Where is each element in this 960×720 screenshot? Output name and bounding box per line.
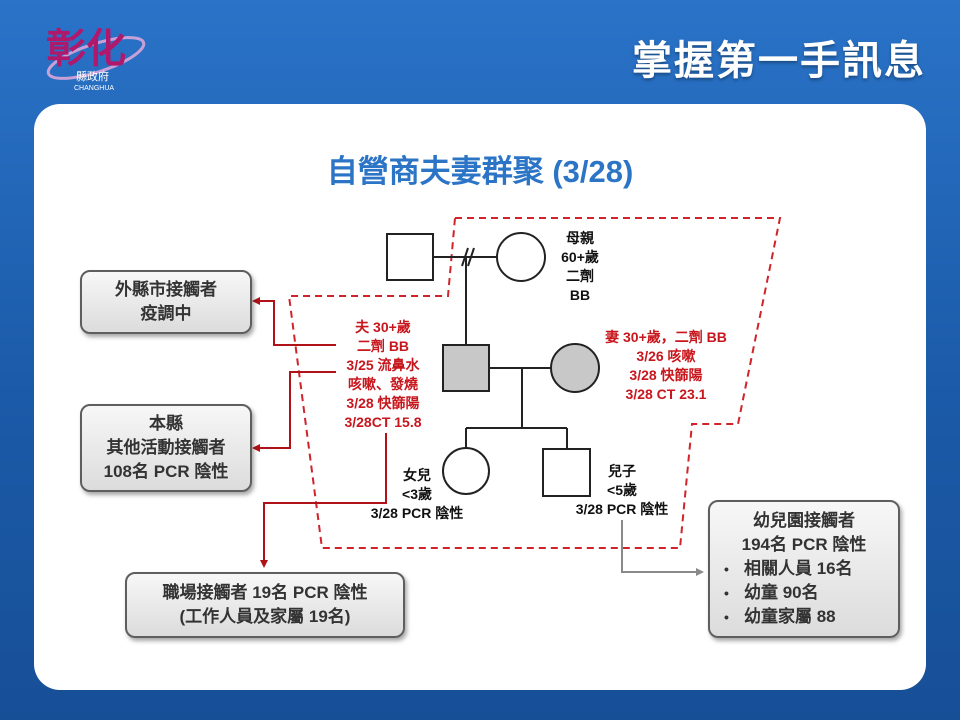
workplace-contacts-box: 職場接觸者 19名 PCR 陰性(工作人員及家屬 19名)	[125, 572, 405, 638]
kindergarten-contacts-box: 幼兒園接觸者 194名 PCR 陰性 相關人員 16名 幼童 90名 幼童家屬 …	[708, 500, 900, 638]
divorce-slash-2	[467, 247, 475, 267]
arrow-to-local-contacts	[252, 371, 336, 452]
arrow-to-kindergarten	[621, 520, 704, 576]
grandfather-square	[386, 233, 434, 281]
list-item: 幼童家屬 88	[724, 605, 898, 629]
arrow-to-other-county	[252, 297, 336, 346]
changhua-county-logo: 彰化 縣政府 CHANGHUA	[38, 14, 148, 94]
logo-subtext: 縣政府	[76, 69, 109, 83]
logo-caption: CHANGHUA	[74, 85, 114, 92]
list-item: 幼童 90名	[724, 581, 898, 605]
kindergarten-breakdown-list: 相關人員 16名 幼童 90名 幼童家屬 88	[710, 557, 898, 629]
son-square	[542, 448, 591, 497]
other-county-contacts-box: 外縣市接觸者疫調中	[80, 270, 252, 334]
page-header-title: 掌握第一手訊息	[632, 39, 926, 83]
logo-text: 彰化	[46, 25, 126, 72]
list-item: 相關人員 16名	[724, 557, 898, 581]
arrow-to-workplace	[260, 433, 387, 568]
daughter-circle	[442, 447, 490, 495]
son-label: 兒子<5歲 3/28 PCR 陰性	[575, 463, 669, 517]
mother-circle	[496, 232, 546, 282]
husband-square	[442, 344, 490, 392]
slide-title: 自營商夫妻群聚 (3/28)	[326, 154, 634, 189]
daughter-label: 女兒<3歲 3/28 PCR 陰性	[370, 467, 464, 521]
